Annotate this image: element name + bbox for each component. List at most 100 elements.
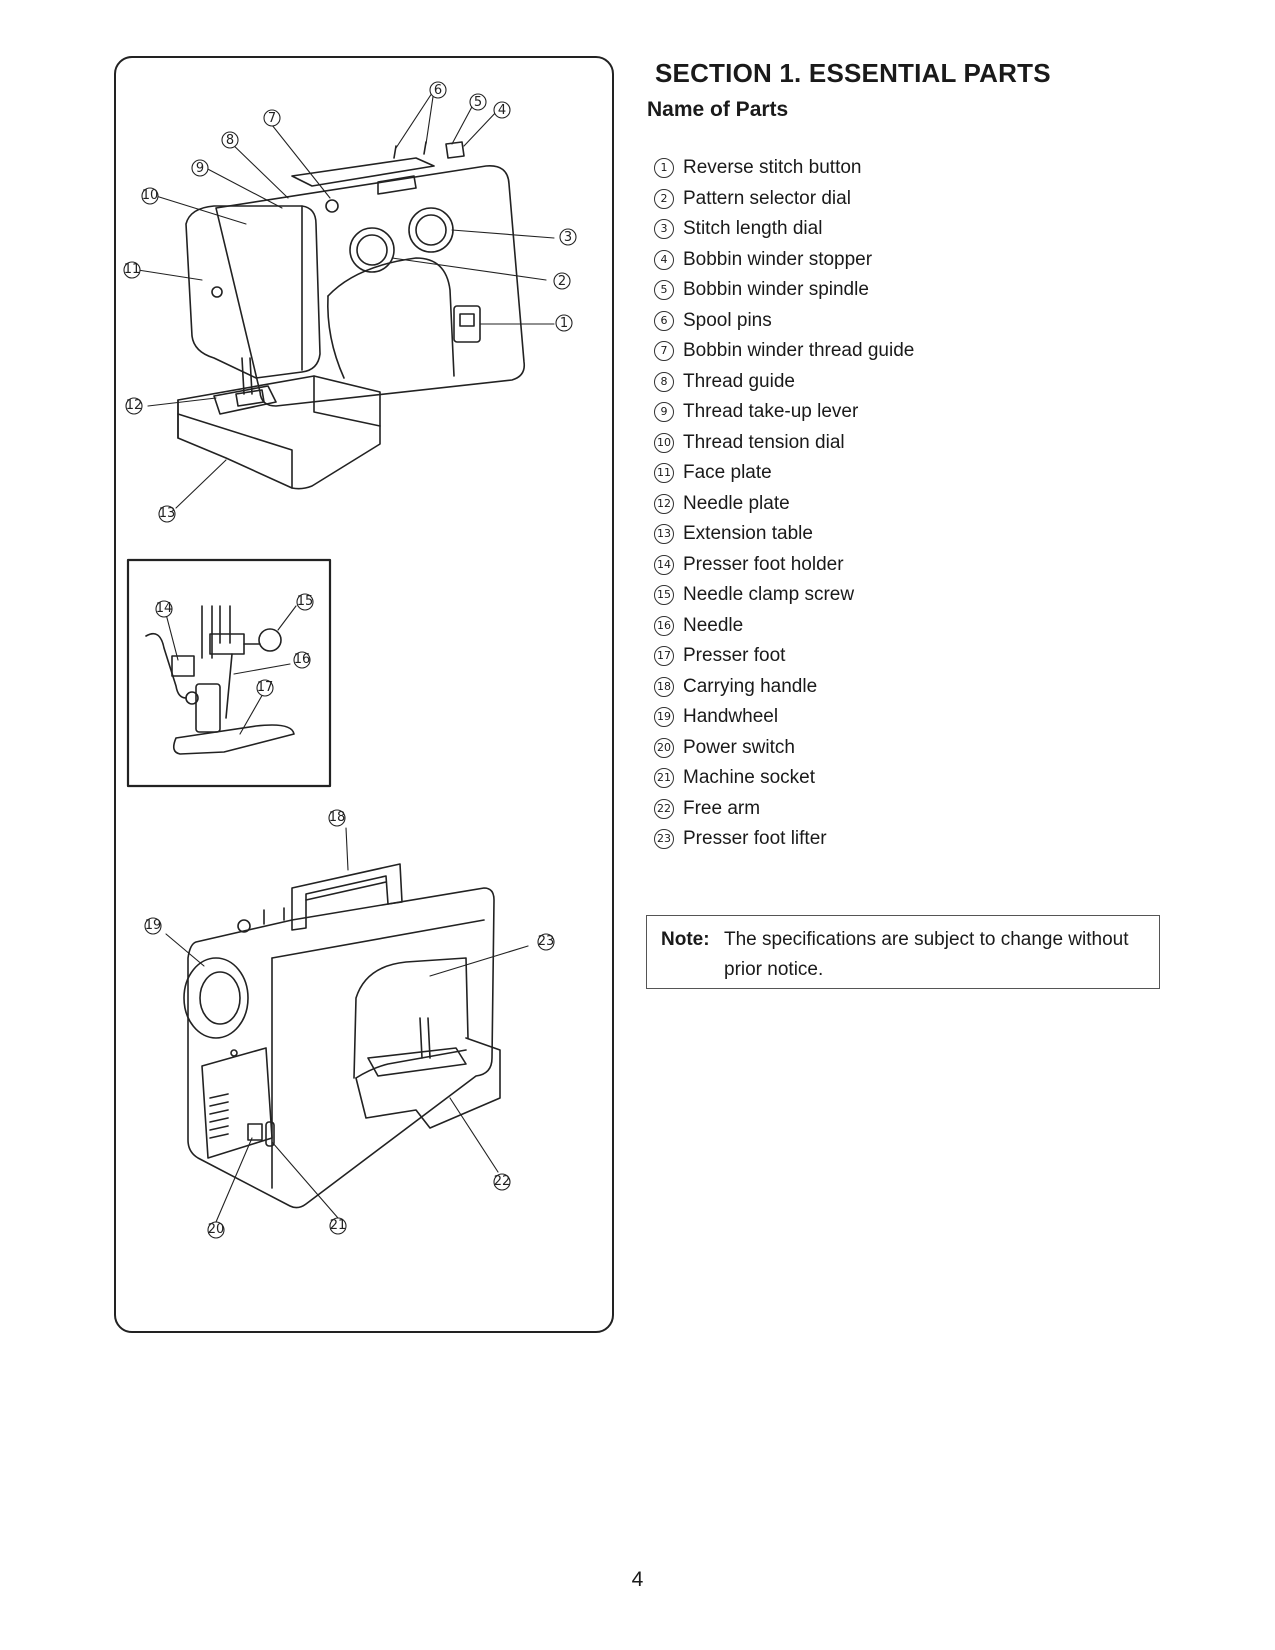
part-label: Stitch length dial — [683, 218, 823, 239]
page-number: 4 — [631, 1568, 644, 1591]
callout-13: 13 — [159, 506, 176, 521]
callout-19: 19 — [145, 918, 162, 933]
list-item: 17 Presser foot — [654, 641, 1174, 672]
list-item: 16 Needle — [654, 611, 1174, 642]
note-text: The specifications are subject to change… — [724, 929, 1129, 980]
callout-14: 14 — [156, 601, 173, 616]
part-number: 14 — [654, 554, 674, 575]
part-label: Presser foot lifter — [683, 828, 827, 849]
list-item: 11 Face plate — [654, 458, 1174, 489]
callout-20: 20 — [208, 1222, 225, 1237]
part-number: 20 — [654, 737, 674, 758]
part-label: Face plate — [683, 462, 772, 483]
callout-numbers: 6 5 4 7 8 9 10 11 3 2 1 12 13 14 15 16 1… — [124, 83, 572, 1237]
part-label: Bobbin winder stopper — [683, 248, 873, 270]
part-label: Machine socket — [683, 767, 816, 788]
note-label: Note: — [661, 929, 710, 950]
part-number: 7 — [654, 341, 674, 362]
part-number: 8 — [654, 371, 674, 392]
list-item: 20 Power switch — [654, 733, 1174, 764]
list-item: 4 Bobbin winder stopper — [654, 245, 1174, 276]
subtitle: Name of Parts — [647, 98, 789, 121]
callout-10: 10 — [142, 188, 159, 203]
part-number: 9 — [654, 402, 674, 423]
part-label: Spool pins — [683, 309, 772, 331]
part-label: Pattern selector dial — [683, 187, 851, 209]
part-number: 17 — [654, 646, 674, 667]
part-number: 11 — [654, 463, 674, 484]
part-label: Thread take-up lever — [683, 401, 859, 422]
part-number: 2 — [654, 188, 674, 209]
part-label: Reverse stitch button — [683, 157, 862, 178]
list-item: 12 Needle plate — [654, 489, 1174, 520]
callouts — [123, 81, 577, 1239]
part-label: Power switch — [683, 736, 795, 758]
list-item: 2 Pattern selector dial — [654, 184, 1174, 215]
list-item: 15 Needle clamp screw — [654, 580, 1174, 611]
callout-15: 15 — [297, 594, 314, 609]
part-number: 1 — [654, 158, 674, 179]
part-label: Free arm — [683, 797, 761, 819]
part-label: Handwheel — [683, 706, 779, 727]
part-number: 15 — [654, 585, 674, 606]
part-number: 18 — [654, 676, 674, 697]
part-number: 5 — [654, 280, 674, 301]
part-label: Needle clamp screw — [683, 584, 855, 605]
callout-1: 1 — [560, 316, 568, 331]
list-item: 1 Reverse stitch button — [654, 153, 1174, 184]
part-number: 16 — [654, 615, 674, 636]
part-number: 13 — [654, 524, 674, 545]
callout-5: 5 — [474, 95, 482, 110]
callout-9: 9 — [196, 161, 204, 176]
part-number: 3 — [654, 219, 674, 240]
list-item: 6 Spool pins — [654, 306, 1174, 337]
list-item: 14 Presser foot holder — [654, 550, 1174, 581]
list-item: 7 Bobbin winder thread guide — [654, 336, 1174, 367]
callout-2: 2 — [558, 274, 566, 289]
parts-illustration-panel: 6 5 4 7 8 9 10 11 3 2 1 12 13 14 15 16 1… — [114, 56, 614, 1333]
part-label: Extension table — [683, 523, 813, 544]
part-label: Thread guide — [683, 370, 795, 392]
callout-3: 3 — [564, 230, 572, 245]
part-number: 23 — [654, 829, 674, 850]
callout-7: 7 — [268, 111, 276, 126]
list-item: 23 Presser foot lifter — [654, 824, 1174, 855]
callout-8: 8 — [226, 133, 234, 148]
part-label: Presser foot holder — [683, 553, 844, 575]
part-number: 12 — [654, 493, 674, 514]
list-item: 10 Thread tension dial — [654, 428, 1174, 459]
callout-21: 21 — [330, 1218, 347, 1233]
presser-foot-detail — [126, 558, 332, 788]
machine-front-view — [177, 141, 526, 490]
list-item: 13 Extension table — [654, 519, 1174, 550]
callout-23: 23 — [538, 934, 555, 949]
section-title: SECTION 1. ESSENTIAL PARTS — [655, 58, 1051, 88]
part-label: Carrying handle — [683, 675, 818, 697]
part-label: Presser foot — [683, 645, 786, 666]
list-item: 22 Free arm — [654, 794, 1174, 825]
callout-17: 17 — [257, 680, 274, 695]
part-number: 4 — [654, 249, 674, 270]
list-item: 8 Thread guide — [654, 367, 1174, 398]
machine-rear-view — [183, 863, 501, 1209]
callout-18: 18 — [329, 810, 346, 825]
callout-16: 16 — [294, 652, 311, 667]
part-label: Needle plate — [683, 492, 790, 514]
callout-4: 4 — [498, 103, 506, 118]
sewing-machine-illustration: 6 5 4 7 8 9 10 11 3 2 1 12 13 14 15 16 1… — [123, 81, 577, 1239]
part-label: Needle — [683, 614, 744, 636]
part-label: Thread tension dial — [683, 431, 845, 453]
callout-22: 22 — [494, 1174, 511, 1189]
part-number: 21 — [654, 768, 674, 789]
part-number: 19 — [654, 707, 674, 728]
part-label: Bobbin winder thread guide — [683, 340, 915, 361]
list-item: 3 Stitch length dial — [654, 214, 1174, 245]
part-number: 22 — [654, 798, 674, 819]
part-number: 6 — [654, 310, 674, 331]
callout-6: 6 — [434, 83, 442, 98]
list-item: 21 Machine socket — [654, 763, 1174, 794]
list-item: 9 Thread take-up lever — [654, 397, 1174, 428]
part-number: 10 — [654, 432, 674, 453]
callout-12: 12 — [126, 398, 143, 413]
